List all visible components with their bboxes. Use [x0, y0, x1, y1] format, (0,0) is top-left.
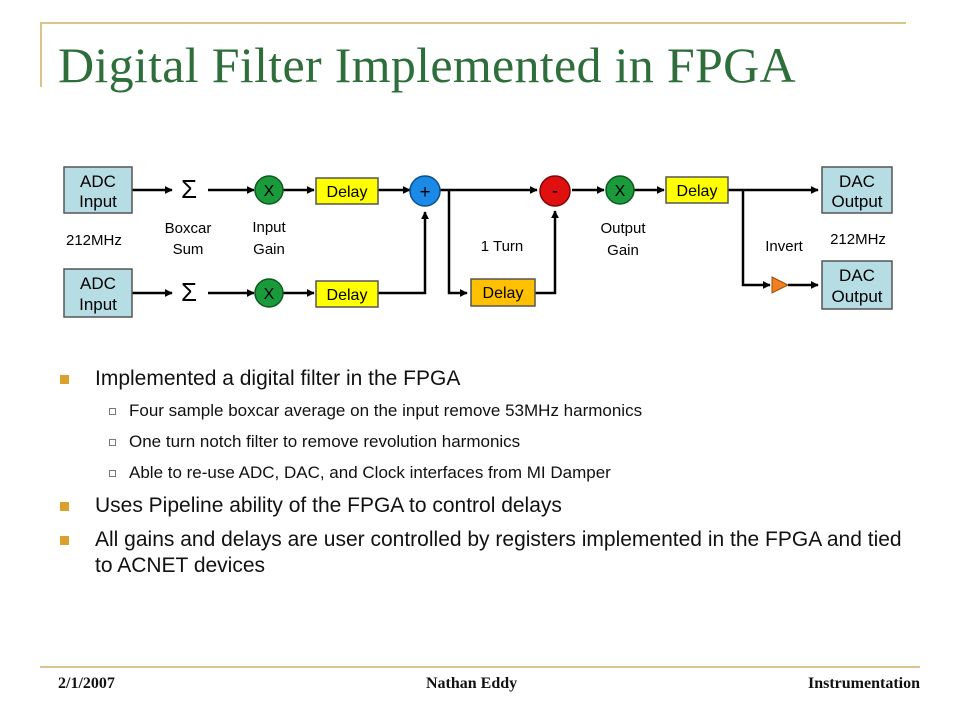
dac-output-top-line1: DAC: [839, 172, 875, 191]
input-gain-line1: Input: [252, 219, 286, 236]
multiply-icon-bottom: X: [264, 286, 275, 303]
delay-block-output: Delay: [665, 176, 729, 204]
adder-node: +: [409, 175, 441, 207]
bullet-text: All gains and delays are user controlled…: [95, 528, 902, 577]
wire-branch-invert: [741, 190, 771, 289]
footer-organization: Instrumentation: [807, 675, 920, 692]
input-gain-top: X: [254, 175, 284, 205]
input-gain-line2: Gain: [253, 241, 285, 258]
delay-block-bottom: Delay: [315, 280, 379, 308]
dac-output-bottom-line1: DAC: [839, 266, 875, 285]
adc-input-bottom-line1: ADC: [80, 274, 116, 293]
footer-rule: [40, 666, 920, 668]
adc-input-top-line2: Input: [79, 192, 117, 211]
sub-bullet-text: One turn notch filter to remove revoluti…: [129, 432, 521, 451]
dac-output-bottom: DAC Output: [821, 260, 893, 310]
footer-author: Nathan Eddy: [426, 675, 518, 692]
multiply-icon-top: X: [264, 183, 275, 200]
sum-icon-top: Σ: [181, 174, 197, 204]
title-frame-left: [40, 22, 42, 87]
sub-bullet-item: Able to re-use ADC, DAC, and Clock inter…: [58, 462, 918, 484]
hollow-square-bullet-icon: [109, 439, 116, 446]
square-bullet-icon: [60, 375, 69, 384]
input-gain-bottom: X: [254, 278, 284, 308]
output-gain-line2: Gain: [607, 242, 639, 259]
delay-top-label: Delay: [327, 184, 368, 201]
sub-bullet-text: Able to re-use ADC, DAC, and Clock inter…: [129, 463, 611, 482]
invert-label: Invert: [765, 238, 803, 255]
adc-input-top-line1: ADC: [80, 172, 116, 191]
boxcar-sum-line2: Sum: [173, 241, 204, 258]
bullet-item: Uses Pipeline ability of the FPGA to con…: [58, 493, 918, 519]
adc-input-bottom: ADC Input: [63, 268, 133, 318]
sub-bullet-item: One turn notch filter to remove revoluti…: [58, 431, 918, 453]
dac-output-bottom-line2: Output: [831, 287, 882, 306]
subtract-node: -: [539, 175, 571, 207]
delay-block-one-turn: Delay: [470, 278, 536, 307]
delay-block-top: Delay: [315, 177, 379, 205]
bullet-text: Implemented a digital filter in the FPGA: [95, 367, 461, 390]
multiply-icon-output: X: [615, 183, 626, 200]
wire-branch-oneturn: [447, 190, 468, 297]
wire-oneturn-subtract: [535, 210, 559, 295]
dac-output-top: DAC Output: [821, 166, 893, 214]
dac-output-top-line2: Output: [831, 192, 882, 211]
delay-output-label: Delay: [677, 183, 718, 200]
bullet-item: Implemented a digital filter in the FPGA: [58, 366, 918, 392]
adc-input-bottom-line2: Input: [79, 295, 117, 314]
slide-title: Digital Filter Implemented in FPGA: [58, 37, 796, 93]
bullet-list: Implemented a digital filter in the FPGA…: [58, 366, 918, 587]
adc-clock-label: 212MHz: [66, 232, 122, 249]
output-gain-line1: Output: [600, 220, 646, 237]
hollow-square-bullet-icon: [109, 470, 116, 477]
inverter-icon: [771, 276, 790, 294]
adc-input-top: ADC Input: [63, 166, 133, 214]
square-bullet-icon: [60, 536, 69, 545]
footer-date: 2/1/2007: [58, 675, 115, 692]
filter-block-diagram: ADC Input ADC Input DAC Output DAC Outpu…: [63, 166, 893, 318]
bullet-item: All gains and delays are user controlled…: [58, 527, 918, 579]
title-frame-top: [40, 22, 906, 24]
delay-bottom-label: Delay: [327, 287, 368, 304]
one-turn-label: 1 Turn: [481, 238, 524, 255]
sum-icon-bottom: Σ: [181, 277, 197, 307]
minus-icon: -: [552, 181, 558, 202]
plus-icon: +: [419, 182, 430, 203]
delay-one-turn-label: Delay: [483, 285, 524, 302]
signal-wires: [132, 186, 819, 297]
dac-clock-label: 212MHz: [830, 231, 886, 248]
hollow-square-bullet-icon: [109, 408, 116, 415]
sub-bullet-item: Four sample boxcar average on the input …: [58, 400, 918, 422]
sub-bullet-text: Four sample boxcar average on the input …: [129, 401, 643, 420]
square-bullet-icon: [60, 502, 69, 511]
bullet-text: Uses Pipeline ability of the FPGA to con…: [95, 494, 562, 517]
output-gain: X: [605, 175, 635, 205]
wire-delay2b-adder: [378, 211, 429, 295]
boxcar-sum-line1: Boxcar: [165, 220, 212, 237]
